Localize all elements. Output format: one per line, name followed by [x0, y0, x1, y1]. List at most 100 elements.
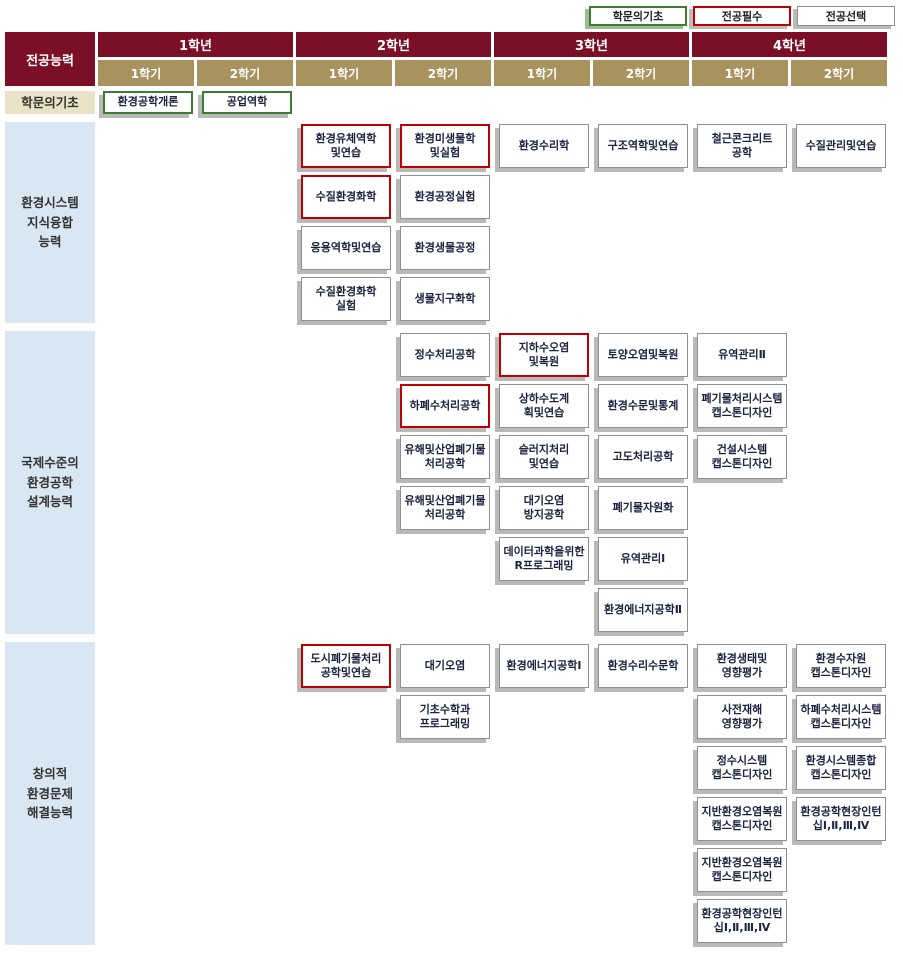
course-box: 폐기물처리시스템 캡스톤디자인 — [697, 384, 787, 428]
semester-header-4: 2학기 — [395, 60, 491, 86]
course-box: 유해및산업폐기물 처리공학 — [400, 435, 490, 479]
section-label: 창의적 환경문제 해결능력 — [5, 642, 95, 945]
course-box: 대기오염 — [400, 644, 490, 688]
course-column — [791, 331, 887, 634]
legend: 학문의기초 전공필수 전공선택 — [5, 6, 895, 26]
course-box: 데이터과학을위한 R프로그래밍 — [499, 537, 589, 581]
foundation-column-3 — [296, 91, 392, 114]
semester-header-8: 2학기 — [791, 60, 887, 86]
course-box: 지하수오염 및복원 — [499, 333, 589, 377]
foundation-column-4 — [395, 91, 491, 114]
course-box: 고도처리공학 — [598, 435, 688, 479]
course-box: 지반환경오염복원 캡스톤디자인 — [697, 848, 787, 892]
course-box: 구조역학및연습 — [598, 124, 688, 168]
course-box: 환경수리수문학 — [598, 644, 688, 688]
course-box: 수질환경화학 — [301, 175, 391, 219]
semester-header-2: 2학기 — [197, 60, 293, 86]
year-header-4: 4학년 — [692, 32, 887, 57]
course-column: 환경에너지공학Ⅰ — [494, 642, 590, 945]
semester-header-7: 1학기 — [692, 60, 788, 86]
course-box: 응용역학및연습 — [301, 226, 391, 270]
semester-header-5: 1학기 — [494, 60, 590, 86]
course-box: 유역관리Ⅱ — [697, 333, 787, 377]
course-box: 환경공학현장인턴 십Ⅰ,Ⅱ,Ⅲ,Ⅳ — [796, 797, 886, 841]
course-box: 생물지구화학 — [400, 277, 490, 321]
course-column: 환경수리학 — [494, 122, 590, 323]
course-column — [197, 331, 293, 634]
foundation-column-2: 공업역학 — [197, 91, 293, 114]
course-column: 도시폐기물처리 공학및연습 — [296, 642, 392, 945]
course-box: 건설시스템 캡스톤디자인 — [697, 435, 787, 479]
course-box: 수질환경화학 실험 — [301, 277, 391, 321]
course-box: 지반환경오염복원 캡스톤디자인 — [697, 797, 787, 841]
foundation-column-5 — [494, 91, 590, 114]
course-box: 환경공학개론 — [103, 91, 193, 114]
semester-header-6: 2학기 — [593, 60, 689, 86]
course-column — [98, 331, 194, 634]
section-label: 환경시스템 지식융합 능력 — [5, 122, 95, 323]
foundation-label: 학문의기초 — [5, 91, 95, 114]
course-box: 도시폐기물처리 공학및연습 — [301, 644, 391, 688]
course-box: 유해및산업폐기물 처리공학 — [400, 486, 490, 530]
course-box: 환경공정실험 — [400, 175, 490, 219]
year-header-2: 2학년 — [296, 32, 491, 57]
year-header-1: 1학년 — [98, 32, 293, 57]
semester-header-1: 1학기 — [98, 60, 194, 86]
course-box: 폐기물자원화 — [598, 486, 688, 530]
course-box: 유역관리Ⅰ — [598, 537, 688, 581]
section-label: 국제수준의 환경공학 설계능력 — [5, 331, 95, 634]
course-box: 환경생물공정 — [400, 226, 490, 270]
course-box: 환경에너지공학Ⅱ — [598, 588, 688, 632]
course-box: 환경수리학 — [499, 124, 589, 168]
course-box: 정수시스템 캡스톤디자인 — [697, 746, 787, 790]
course-box: 환경에너지공학Ⅰ — [499, 644, 589, 688]
competency-header: 전공능력 — [5, 32, 95, 86]
course-box: 하폐수처리시스템 캡스톤디자인 — [796, 695, 886, 739]
course-box: 기초수학과 프로그래밍 — [400, 695, 490, 739]
course-box: 상하수도계 획및연습 — [499, 384, 589, 428]
course-column: 수질관리및연습 — [791, 122, 887, 323]
course-box: 수질관리및연습 — [796, 124, 886, 168]
foundation-row: 학문의기초 환경공학개론 공업역학 — [5, 91, 895, 114]
legend-chip-foundation: 학문의기초 — [589, 6, 687, 26]
course-box: 공업역학 — [202, 91, 292, 114]
foundation-column-6 — [593, 91, 689, 114]
course-column — [296, 331, 392, 634]
course-box: 슬러지처리 및연습 — [499, 435, 589, 479]
course-box: 환경공학현장인턴 십Ⅰ,Ⅱ,Ⅲ,Ⅳ — [697, 899, 787, 943]
course-column — [197, 122, 293, 323]
semester-header-3: 1학기 — [296, 60, 392, 86]
course-box: 환경미생물학 및실험 — [400, 124, 490, 168]
course-box: 대기오염 방지공학 — [499, 486, 589, 530]
course-column — [98, 642, 194, 945]
year-header-3: 3학년 — [494, 32, 689, 57]
course-column — [98, 122, 194, 323]
course-box: 하폐수처리공학 — [400, 384, 490, 428]
course-box: 환경시스템종합 캡스톤디자인 — [796, 746, 886, 790]
course-box: 환경유체역학 및연습 — [301, 124, 391, 168]
course-box: 환경수자원 캡스톤디자인 — [796, 644, 886, 688]
course-box: 사전재해 영향평가 — [697, 695, 787, 739]
foundation-column-7 — [692, 91, 788, 114]
course-column — [197, 642, 293, 945]
course-box: 정수처리공학 — [400, 333, 490, 377]
legend-chip-elective: 전공선택 — [797, 6, 895, 26]
course-box: 환경생태및 영향평가 — [697, 644, 787, 688]
legend-chip-required: 전공필수 — [693, 6, 791, 26]
foundation-column-1: 환경공학개론 — [98, 91, 194, 114]
foundation-column-8 — [791, 91, 887, 114]
